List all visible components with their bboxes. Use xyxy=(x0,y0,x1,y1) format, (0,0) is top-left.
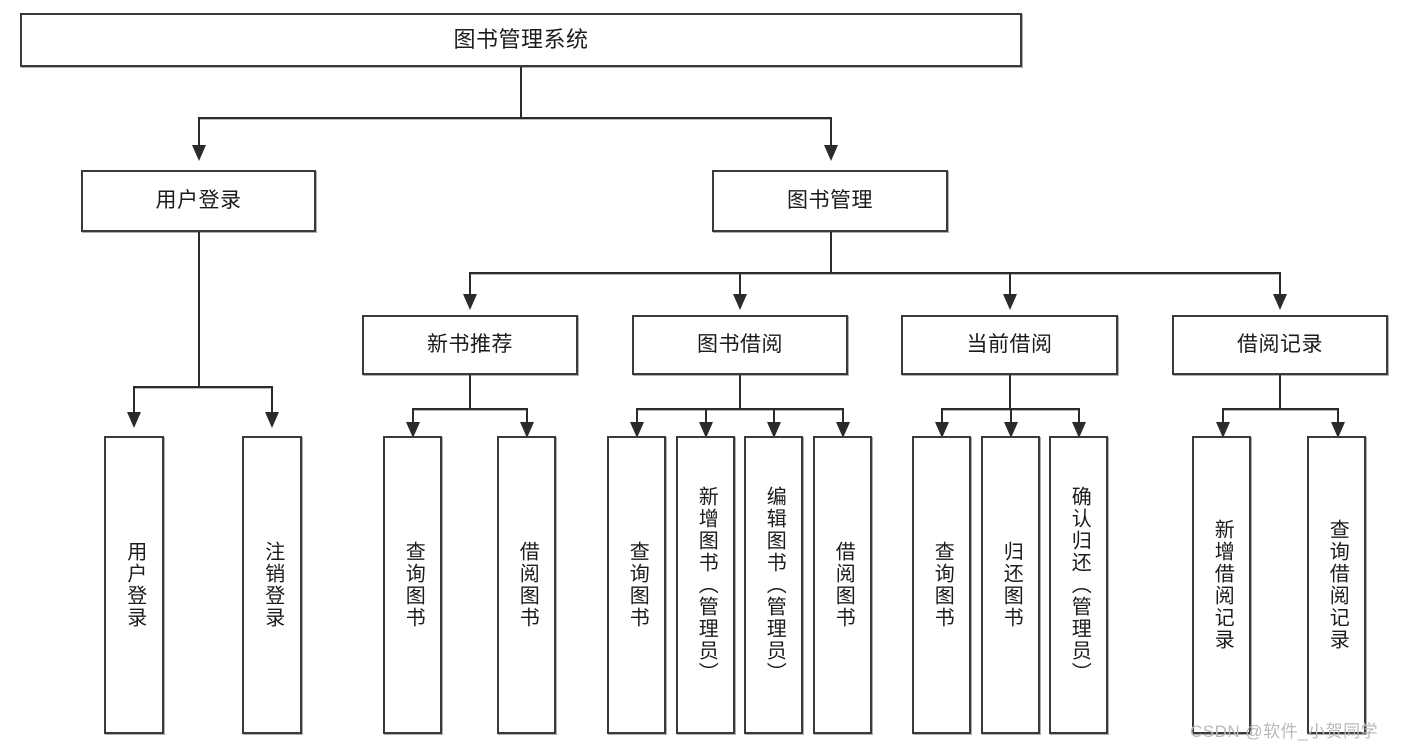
arrowhead-leaf-cb-1 xyxy=(1004,422,1018,438)
connector-drop-current-borrow xyxy=(1009,272,1011,296)
arrowhead-leaf-bb-3 xyxy=(836,422,850,438)
node-label: 借阅记录 xyxy=(1237,333,1323,357)
leaf-new-book-recommend-borrow-book[interactable]: 借阅图书 xyxy=(497,436,556,734)
leaf-current-borrow-query-book[interactable]: 查询图书 xyxy=(912,436,971,734)
arrowhead-leaf-cb-0 xyxy=(935,422,949,438)
node-label: 图书管理系统 xyxy=(453,26,589,52)
node-book-management[interactable]: 图书管理 xyxy=(712,170,948,232)
connector-drop-leaf-br-0 xyxy=(1222,408,1224,428)
node-borrow-record[interactable]: 借阅记录 xyxy=(1172,315,1388,375)
connector-bus-level3 xyxy=(469,272,1281,274)
connector-drop-leaf-bb-2 xyxy=(773,408,775,428)
connector-drop-leaf-cb-2 xyxy=(1078,408,1080,428)
arrowhead-book-borrow xyxy=(733,294,747,310)
connector-bus-book-borrow-leaves xyxy=(636,408,842,410)
leaf-borrow-record-add-record[interactable]: 新增借阅记录 xyxy=(1192,436,1251,734)
leaf-user-login-logout[interactable]: 注销登录 xyxy=(242,436,302,734)
connector-bus-current-borrow-leaves xyxy=(941,408,1078,410)
connector-drop-user-login xyxy=(198,117,200,147)
connector-drop-borrow-record xyxy=(1279,272,1281,296)
node-label: 借阅图书 xyxy=(516,541,539,629)
node-label: 查询借阅记录 xyxy=(1326,519,1349,651)
connector-drop-leaf-nbr-0 xyxy=(412,408,414,428)
connector-book-management-stem xyxy=(830,232,832,273)
leaf-user-login-login[interactable]: 用户登录 xyxy=(104,436,164,734)
node-label: 注销登录 xyxy=(261,541,284,629)
node-label: 当前借阅 xyxy=(966,333,1053,357)
connector-new-book-recommend-stem xyxy=(469,375,471,409)
node-label: 新增图书（管理员） xyxy=(695,486,718,684)
connector-borrow-record-stem xyxy=(1279,375,1281,409)
node-new-book-recommend[interactable]: 新书推荐 xyxy=(362,315,578,375)
connector-drop-leaf-bb-3 xyxy=(842,408,844,428)
arrowhead-leaf-user-login-0 xyxy=(127,412,141,428)
node-label: 新书推荐 xyxy=(427,333,513,357)
arrowhead-leaf-user-login-1 xyxy=(265,412,279,428)
node-label: 编辑图书（管理员） xyxy=(763,486,786,684)
connector-root-stem xyxy=(520,67,522,118)
node-label: 图书管理 xyxy=(787,189,873,213)
arrowhead-user-login xyxy=(192,145,206,161)
connector-drop-book-borrow xyxy=(739,272,741,296)
node-root-book-management-system[interactable]: 图书管理系统 xyxy=(20,13,1022,67)
connector-current-borrow-stem xyxy=(1009,375,1011,409)
csdn-watermark: CSDN @软件_小贺同学 xyxy=(1190,722,1379,741)
connector-bus-new-book-recommend-leaves xyxy=(412,408,526,410)
connector-bus-borrow-record-leaves xyxy=(1222,408,1337,410)
arrowhead-borrow-record xyxy=(1273,294,1287,310)
connector-drop-new-book-recommend xyxy=(469,272,471,296)
connector-drop-leaf-bb-1 xyxy=(705,408,707,428)
arrowhead-leaf-bb-1 xyxy=(699,422,713,438)
connector-drop-leaf-user-login-1 xyxy=(271,386,273,414)
node-label: 查询图书 xyxy=(626,541,649,629)
node-current-borrow[interactable]: 当前借阅 xyxy=(901,315,1118,375)
arrowhead-leaf-br-1 xyxy=(1331,422,1345,438)
node-label: 查询图书 xyxy=(931,541,954,629)
node-label: 用户登录 xyxy=(155,189,242,213)
node-label: 确认归还（管理员） xyxy=(1068,486,1091,684)
leaf-current-borrow-confirm-return-admin[interactable]: 确认归还（管理员） xyxy=(1049,436,1108,734)
leaf-book-borrow-add-book-admin[interactable]: 新增图书（管理员） xyxy=(676,436,735,734)
connector-drop-leaf-br-1 xyxy=(1337,408,1339,428)
leaf-book-borrow-borrow-book[interactable]: 借阅图书 xyxy=(813,436,872,734)
node-label: 借阅图书 xyxy=(832,541,855,629)
leaf-new-book-recommend-query-book[interactable]: 查询图书 xyxy=(383,436,442,734)
leaf-book-borrow-edit-book-admin[interactable]: 编辑图书（管理员） xyxy=(744,436,803,734)
arrowhead-leaf-bb-0 xyxy=(630,422,644,438)
arrowhead-leaf-bb-2 xyxy=(767,422,781,438)
node-label: 图书借阅 xyxy=(697,333,783,357)
leaf-book-borrow-query-book[interactable]: 查询图书 xyxy=(607,436,666,734)
node-book-borrow[interactable]: 图书借阅 xyxy=(632,315,848,375)
connector-drop-leaf-cb-0 xyxy=(941,408,943,428)
connector-bus-level2 xyxy=(198,117,832,119)
node-label: 归还图书 xyxy=(1000,541,1023,629)
arrowhead-leaf-nbr-0 xyxy=(406,422,420,438)
node-label: 新增借阅记录 xyxy=(1211,519,1234,651)
arrowhead-leaf-cb-2 xyxy=(1072,422,1086,438)
leaf-borrow-record-query-record[interactable]: 查询借阅记录 xyxy=(1307,436,1366,734)
connector-user-login-stem xyxy=(198,232,200,387)
leaf-current-borrow-return-book[interactable]: 归还图书 xyxy=(981,436,1040,734)
connector-bus-user-login-leaves xyxy=(133,386,271,388)
node-label: 查询图书 xyxy=(402,541,425,629)
arrowhead-book-management xyxy=(824,145,838,161)
connector-drop-leaf-nbr-1 xyxy=(526,408,528,428)
connector-drop-leaf-bb-0 xyxy=(636,408,638,428)
node-label: 用户登录 xyxy=(123,541,146,629)
connector-drop-leaf-cb-1 xyxy=(1010,408,1012,428)
arrowhead-current-borrow xyxy=(1003,294,1017,310)
arrowhead-new-book-recommend xyxy=(463,294,477,310)
connector-drop-leaf-user-login-0 xyxy=(133,386,135,414)
node-user-login[interactable]: 用户登录 xyxy=(81,170,316,232)
connector-book-borrow-stem xyxy=(739,375,741,409)
connector-drop-book-management xyxy=(830,117,832,147)
arrowhead-leaf-nbr-1 xyxy=(520,422,534,438)
arrowhead-leaf-br-0 xyxy=(1216,422,1230,438)
